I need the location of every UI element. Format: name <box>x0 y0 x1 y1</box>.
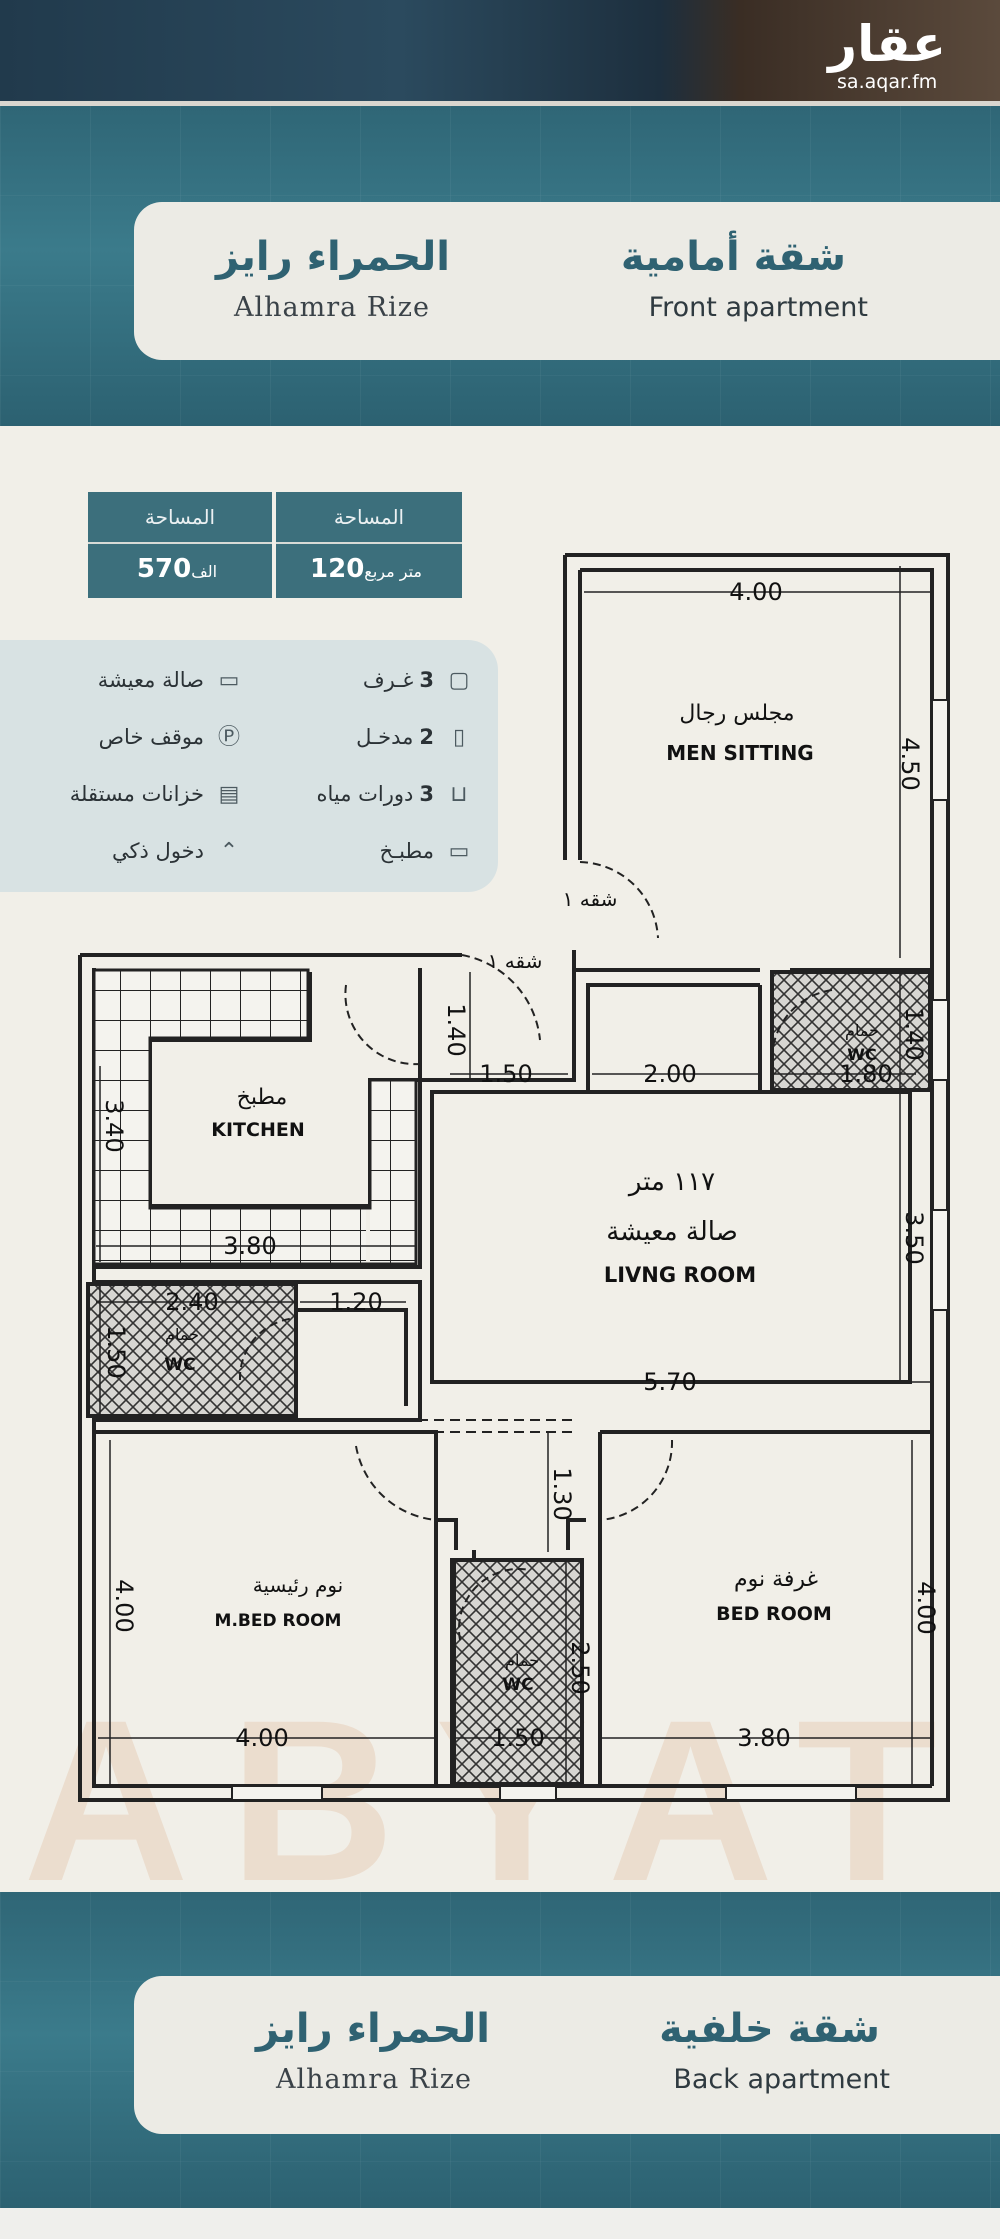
feature-parking: Ⓟموقف خاص <box>99 717 246 757</box>
dim-kitchen-w: 3.80 <box>223 1232 276 1260</box>
dim-wc3-w: 1.50 <box>491 1724 544 1752</box>
dim-men-depth: 4.50 <box>896 737 924 790</box>
front-banner: شقة أمامية Front apartment الحمراء رايز … <box>0 106 1000 426</box>
dim-living-w: 5.70 <box>643 1368 696 1396</box>
master-bed-ar: نوم رئيسية <box>253 1573 344 1597</box>
dim-living-d: 3.50 <box>900 1211 928 1264</box>
wc1-ar: حمام <box>845 1021 879 1040</box>
back-type-ar: شقة خلفية <box>659 2006 880 2052</box>
dim-lobby: 2.00 <box>643 1060 696 1088</box>
dim-wc2-ext: 1.20 <box>329 1288 382 1316</box>
back-project-ar: الحمراء رايز <box>256 2006 490 2052</box>
price-box: المساحة الف570 <box>88 492 272 598</box>
entrance-icon: ▯ <box>452 725 466 750</box>
feature-bathrooms: ⊔3دورات مياه <box>316 774 476 814</box>
dim-corridor-w: 1.50 <box>479 1060 532 1088</box>
logo-url: sa.aqar.fm <box>837 71 938 93</box>
bathtub-icon: ⊔ <box>450 782 468 807</box>
kitchen-en: KITCHEN <box>211 1119 304 1141</box>
aqar-logo: عقار sa.aqar.fm <box>828 16 946 92</box>
men-room-ar: مجلس رجال <box>679 701 794 726</box>
area-box: المساحة متر مربع120 <box>276 492 462 598</box>
front-title-card: شقة أمامية Front apartment الحمراء رايز … <box>134 202 1000 360</box>
wc3-ar: حمام <box>505 1651 539 1670</box>
men-room-en: MEN SITTING <box>666 741 813 765</box>
logo-arabic: عقار <box>828 15 946 73</box>
feature-smart-entry: ⌃دخول ذكي <box>112 831 246 871</box>
bed-en: BED ROOM <box>716 1603 832 1625</box>
back-project-en: Alhamra Rize <box>276 2064 472 2095</box>
dim-bed-d: 4.00 <box>912 1581 940 1634</box>
dim-corridor: 1.40 <box>442 1003 470 1056</box>
area-header: المساحة <box>276 492 462 544</box>
wc3-en: WC <box>502 1675 533 1695</box>
back-banner: شقة خلفية Back apartment الحمراء رايز Al… <box>0 1892 1000 2208</box>
master-bed-en: M.BED ROOM <box>215 1611 342 1631</box>
dim-kitchen-d: 3.40 <box>100 1099 128 1152</box>
sofa-icon: ▭ <box>218 668 240 693</box>
front-project-en: Alhamra Rize <box>234 292 430 323</box>
dim-master-w: 4.00 <box>235 1724 288 1752</box>
feature-tanks: ▤خزانات مستقلة <box>70 774 246 814</box>
dim-men-width: 4.00 <box>729 578 782 606</box>
living-ar: صالة معيشة <box>606 1217 738 1247</box>
front-type-ar: شقة أمامية <box>620 234 846 280</box>
chevron-up-icon: ⌃ <box>219 839 239 864</box>
apt1-label-b: شقه ١ <box>488 949 543 973</box>
feature-living: ▭صالة معيشة <box>98 660 246 700</box>
dim-wc1-d: 1.40 <box>900 1007 928 1060</box>
dim-wc2-d: 1.50 <box>102 1325 130 1378</box>
front-type-en: Front apartment <box>648 292 868 323</box>
front-project-ar: الحمراء رايز <box>216 234 450 280</box>
living-area: ١١٧ متر <box>627 1167 715 1197</box>
parking-icon: Ⓟ <box>217 725 240 750</box>
wc2-en: WC <box>164 1355 195 1375</box>
wc2-ar: حمام <box>165 1325 199 1344</box>
feature-rooms: ▢3غـرف <box>363 660 476 700</box>
header-photo: عقار sa.aqar.fm <box>0 0 1000 106</box>
back-title-card: شقة خلفية Back apartment الحمراء رايز Al… <box>134 1976 1000 2134</box>
men-room-wall <box>565 553 950 958</box>
stove-icon: ▭ <box>448 839 470 864</box>
back-type-en: Back apartment <box>673 2064 890 2095</box>
area-value: متر مربع120 <box>310 554 422 584</box>
dim-hall-d: 1.30 <box>548 1467 576 1520</box>
apt1-label-a: شقه ١ <box>563 887 618 911</box>
price-value: الف570 <box>136 554 218 584</box>
dim-wc3-d: 2.50 <box>566 1641 594 1694</box>
kitchen-ar: مطبخ <box>237 1085 288 1110</box>
features-panel: ▢3غـرف ▭صالة معيشة ▯2مدخـل Ⓟموقف خاص ⊔3د… <box>0 640 498 892</box>
tank-icon: ▤ <box>218 782 240 807</box>
dim-bed-w: 3.80 <box>737 1724 790 1752</box>
dim-master-d: 4.00 <box>110 1579 138 1632</box>
dim-wc1-w: 1.80 <box>839 1060 892 1088</box>
feature-entrances: ▯2مدخـل <box>356 717 476 757</box>
door-icon: ▢ <box>448 668 470 693</box>
wc1-en: WC <box>847 1045 876 1064</box>
bottom-strip <box>0 2208 1000 2239</box>
living-en: LIVNG ROOM <box>604 1263 756 1287</box>
feature-kitchen: ▭مطبـخ <box>379 831 476 871</box>
price-header: المساحة <box>88 492 272 544</box>
bed-ar: غرفة نوم <box>734 1567 818 1592</box>
dim-wc2-w: 2.40 <box>165 1288 218 1316</box>
